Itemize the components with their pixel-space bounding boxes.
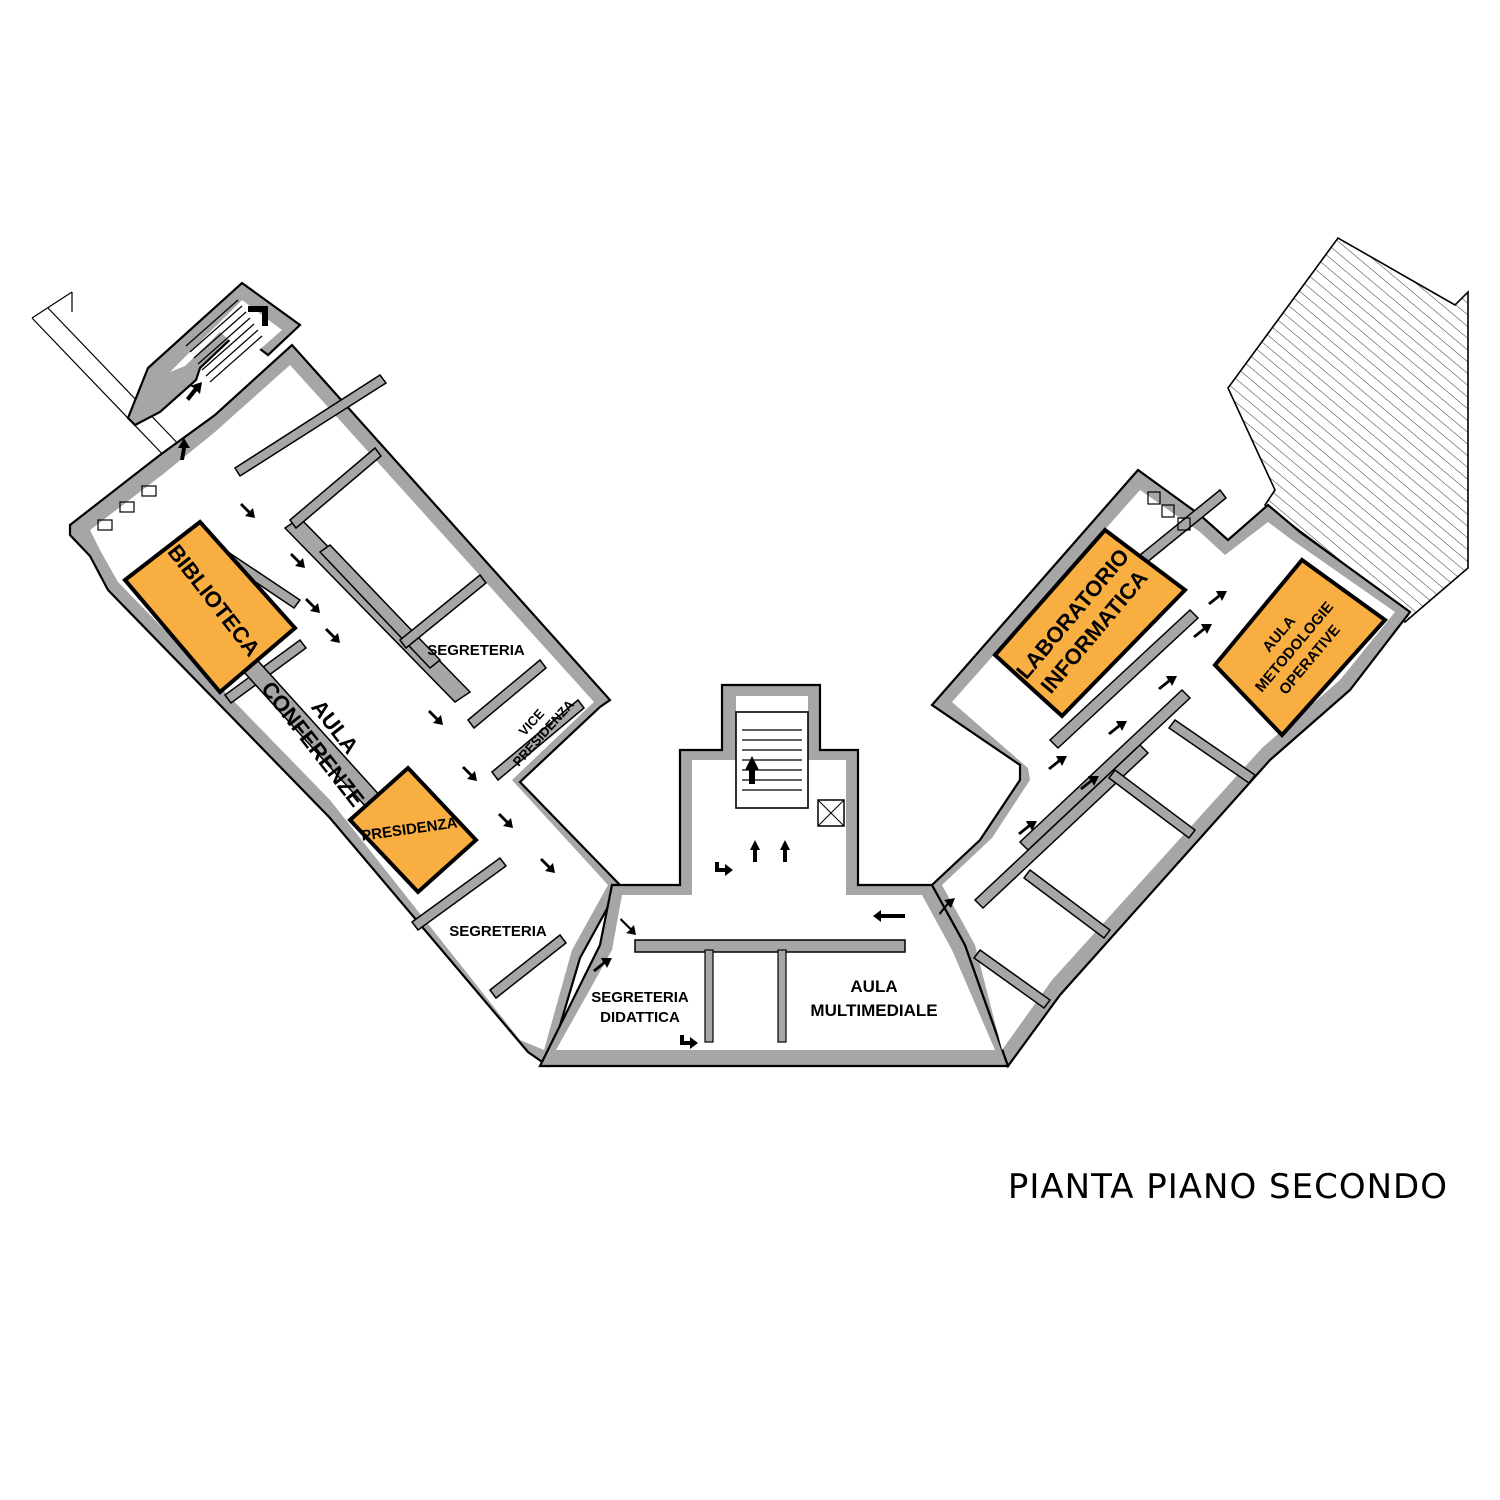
plan-title: PIANTA PIANO SECONDO: [1008, 1167, 1448, 1207]
svg-text:DIDATTICA: DIDATTICA: [600, 1009, 680, 1026]
route-arrow-icon: [939, 898, 955, 915]
right-wing: [930, 468, 1412, 1069]
route-arrow-icon: [750, 840, 760, 862]
room-presidenza-area[interactable]: [347, 765, 479, 895]
left-wing: [68, 343, 622, 1068]
route-arrow-icon: [1048, 756, 1067, 770]
route-arrow-icon: [780, 840, 790, 862]
route-arrow-icon: [305, 598, 320, 613]
toilet-icon: [97, 485, 157, 531]
label-aula-multimediale: AULA MULTIMEDIALE: [810, 977, 937, 1020]
route-arrow-icon: [186, 382, 202, 401]
room-laboratorio-area[interactable]: [992, 527, 1189, 719]
route-arrow-icon: [745, 756, 759, 784]
route-arrow-icon: [240, 503, 255, 518]
label-segreteria-upper: SEGRETERIA: [427, 642, 525, 659]
route-arrow-icon: [620, 918, 636, 935]
route-arrow-icon: [325, 628, 340, 643]
route-arrow-icon: [1193, 624, 1212, 638]
route-arrow-icon: [680, 1035, 698, 1049]
route-arrow-icon: [1018, 821, 1037, 835]
adjacent-building-hatch: [1227, 236, 1469, 624]
route-arrow-icon: [498, 813, 513, 828]
route-arrow-icon: [428, 710, 443, 725]
svg-text:MULTIMEDIALE: MULTIMEDIALE: [810, 1001, 937, 1020]
external-walkway: [31, 291, 187, 463]
route-arrow-icon: [873, 910, 905, 922]
label-segreteria-didattica: SEGRETERIA DIDATTICA: [591, 989, 689, 1026]
route-arrow-icon: [1080, 776, 1099, 790]
route-arrow-icon: [178, 438, 190, 460]
route-arrow-icon: [462, 766, 477, 781]
route-arrow-icon: [540, 858, 555, 873]
svg-text:AULA: AULA: [850, 977, 897, 996]
central-block: [538, 683, 1010, 1068]
external-staircase: [126, 281, 302, 427]
route-arrow-icon: [290, 553, 305, 568]
room-aula-metodologie-area[interactable]: [1212, 557, 1388, 738]
route-arrow-icon: [1158, 676, 1177, 690]
svg-text:SEGRETERIA: SEGRETERIA: [591, 989, 689, 1006]
route-arrow-icon: [715, 862, 733, 876]
route-arrow-icon: [593, 958, 612, 972]
label-segreteria-lower: SEGRETERIA: [449, 923, 547, 940]
room-biblioteca-area[interactable]: [122, 519, 298, 695]
route-arrow-icon: [1108, 721, 1127, 735]
emergency-route-arrows: [178, 382, 1227, 1049]
route-arrow-icon: [1208, 591, 1227, 605]
